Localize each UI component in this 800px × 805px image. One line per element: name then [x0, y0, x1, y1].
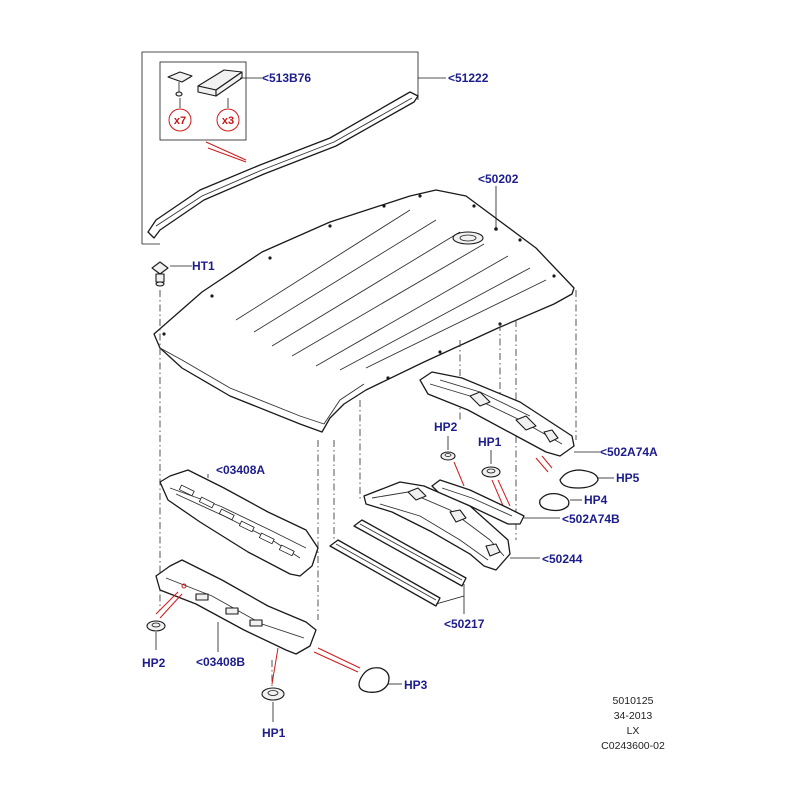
roof-panel: <50202	[153, 172, 575, 433]
pad-qty-badge	[216, 108, 240, 132]
hp5-grommet: HP5	[559, 469, 640, 489]
inset-frame	[141, 51, 419, 244]
callout-hp2-top: HP2	[434, 420, 458, 434]
center-roof-bow: <50244	[363, 481, 583, 571]
ht1-fastener: HT1	[151, 259, 215, 287]
callout-50244: <50244	[542, 552, 583, 566]
clip-qty-badge	[168, 108, 192, 132]
callout-hp1-top: HP1	[478, 435, 502, 449]
hp2-left-grommet: HP2	[142, 620, 166, 670]
meta-line-3: LX	[627, 725, 640, 737]
callout-hp2-left: HP2	[142, 656, 166, 670]
hp3-plug: HP3	[313, 647, 428, 693]
callout-hp3: HP3	[404, 678, 428, 692]
rear-header-outer: <502A74A	[419, 371, 658, 473]
callout-513b76: <513B76	[262, 71, 311, 85]
hp2-upper-grommet: HP2	[434, 420, 465, 487]
pad-qty-label: x3	[222, 115, 234, 127]
callout-50217: <50217	[444, 617, 485, 631]
front-header-outer: <03408A	[159, 463, 319, 577]
callout-hp1-bottom: HP1	[262, 726, 286, 740]
callout-03408b: <03408B	[196, 655, 245, 669]
roof-rail	[147, 91, 419, 239]
callout-502a74b: <502A74B	[562, 512, 620, 526]
hp1-bottom-grommet: HP1	[261, 687, 286, 740]
callout-50202: <50202	[478, 172, 519, 186]
callout-03408a: <03408A	[216, 463, 265, 477]
hp1-upper-grommet: HP1	[478, 435, 511, 509]
pad-icon	[197, 69, 243, 97]
kit-contents-box	[159, 61, 247, 141]
clip-icon	[167, 71, 193, 97]
front-header-inner: <03408B	[155, 559, 317, 685]
callout-51222: <51222	[448, 71, 489, 85]
meta-line-2: 34-2013	[614, 710, 653, 722]
meta-line-4: C0243600-02	[601, 740, 665, 752]
meta-line-1: 5010125	[613, 695, 654, 707]
hp4-grommet: HP4	[539, 492, 608, 512]
roof-antenna-pad	[452, 231, 484, 245]
callout-ht1: HT1	[192, 259, 215, 273]
callout-502a74a: <502A74A	[600, 445, 658, 459]
callout-hp4: HP4	[584, 493, 608, 507]
rear-header-inner: <502A74B	[431, 479, 620, 526]
clip-qty-label: x7	[174, 115, 186, 127]
callout-hp5: HP5	[616, 471, 640, 485]
roof-rail-kit-inset: x7 x3 <513B76 <51222	[141, 51, 489, 245]
alignment-lines	[159, 290, 577, 690]
roof-bows: <50217	[329, 519, 485, 631]
drawing-meta: 5010125 34-2013 LX C0243600-02	[601, 695, 665, 752]
